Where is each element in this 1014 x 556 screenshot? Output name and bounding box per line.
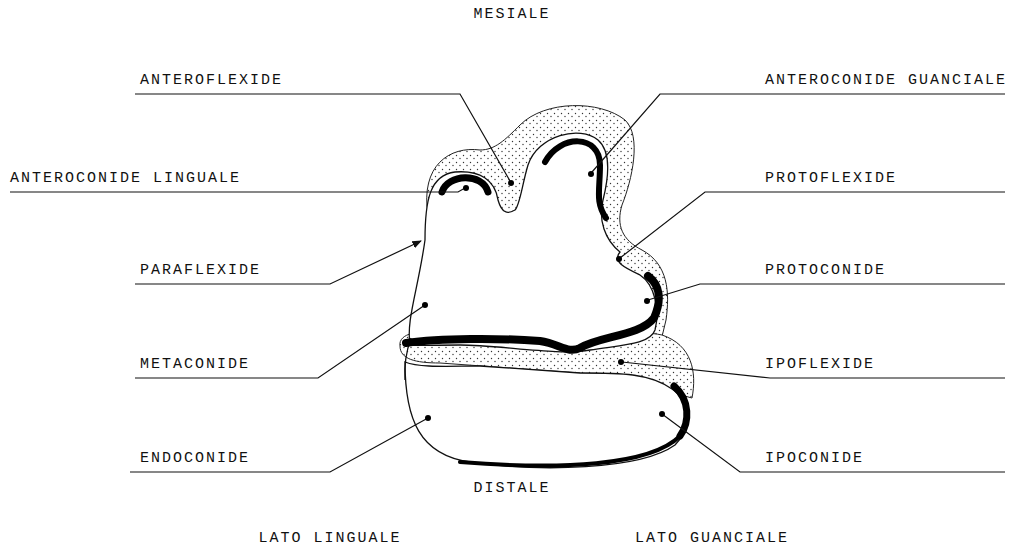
leader-lines: [10, 94, 1005, 472]
part-label: PROTOFLEXIDE: [765, 170, 897, 188]
part-label: ENDOCONIDE: [140, 450, 250, 468]
orientation-label: MESIALE: [473, 6, 550, 24]
leader-dots: [422, 171, 665, 421]
anterior-lobe: [409, 133, 657, 352]
part-label: ANTEROCONIDE GUANCIALE: [765, 72, 1007, 90]
posterior-lobe: [405, 362, 686, 468]
part-label: IPOFLEXIDE: [765, 356, 875, 374]
part-label: IPOCONIDE: [765, 450, 864, 468]
part-label: PROTOCONIDE: [765, 262, 886, 280]
part-label: ANTEROFLEXIDE: [140, 72, 283, 90]
enamel: [406, 141, 687, 465]
orientation-label: LATO GUANCIALE: [635, 530, 789, 548]
part-label: METACONIDE: [140, 356, 250, 374]
part-label: PARAFLEXIDE: [140, 262, 261, 280]
orientation-label: DISTALE: [473, 480, 550, 498]
orientation-label: LATO LINGUALE: [258, 530, 401, 548]
part-label: ANTEROCONIDE LINGUALE: [10, 170, 241, 188]
